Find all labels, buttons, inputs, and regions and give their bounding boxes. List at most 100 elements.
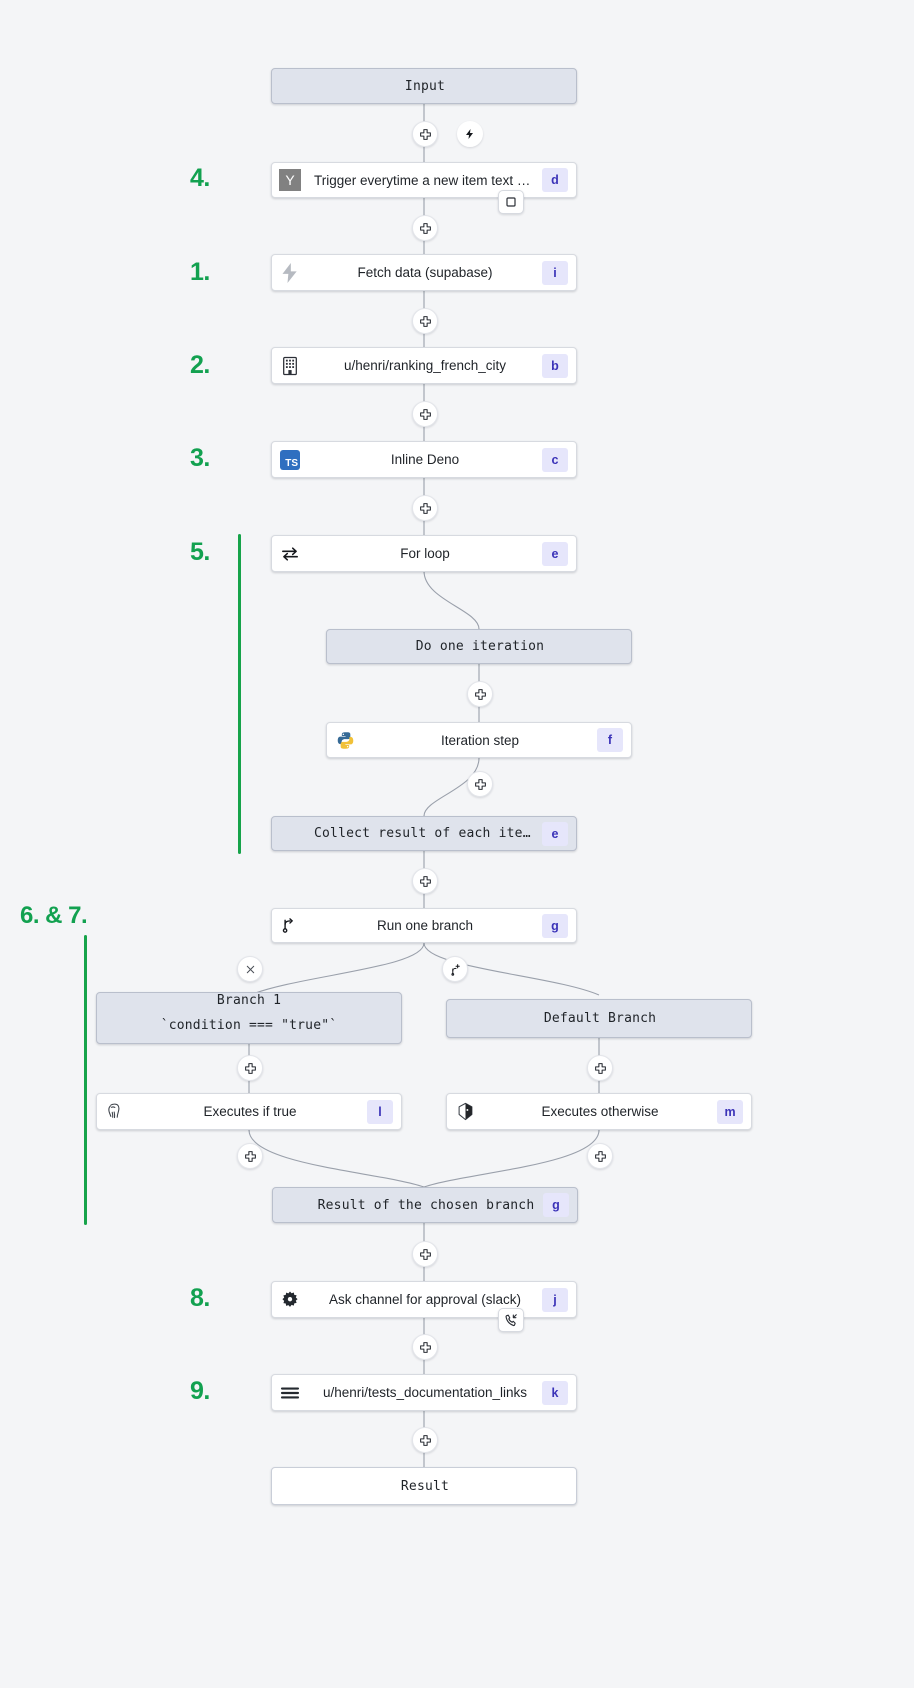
add-step-handle-branch-1[interactable] [237, 1055, 263, 1081]
delete-branch-handle[interactable] [237, 956, 263, 982]
hamburger-lines-icon [272, 1385, 308, 1401]
step-number-3: 3. [190, 444, 210, 472]
node-default-branch[interactable]: Default Branch [446, 999, 752, 1038]
plus-icon [419, 875, 431, 887]
node-branch-1-title: Branch 1 [216, 993, 282, 1008]
node-fetch-data-badge: i [542, 260, 568, 285]
add-step-handle-collect[interactable] [412, 868, 438, 894]
node-input[interactable]: Input [271, 68, 577, 104]
plus-icon [594, 1150, 606, 1162]
plus-icon [419, 502, 431, 514]
step-number-2: 2. [190, 351, 210, 379]
node-trigger-badge: d [542, 168, 568, 192]
supabase-bolt-icon [272, 262, 308, 284]
node-slack-approval[interactable]: Ask channel for approval (slack) j [271, 1281, 577, 1318]
trigger-toggle-chip[interactable] [498, 190, 524, 214]
add-step-handle-input[interactable] [412, 121, 438, 147]
plus-icon [419, 222, 431, 234]
node-inline-deno[interactable]: TS Inline Deno c [271, 441, 577, 478]
branch-fork-icon [272, 917, 308, 935]
node-fetch-data-label: Fetch data (supabase) [357, 265, 493, 280]
plus-icon [594, 1062, 606, 1074]
node-result-chosen-branch-label: Result of the chosen branch [317, 1197, 535, 1213]
node-run-one-branch-label: Run one branch [376, 918, 474, 933]
node-branch-1-condition: `condition === "true"` [160, 1018, 338, 1033]
node-executes-if-true-label: Executes if true [203, 1104, 297, 1119]
node-collect-result[interactable]: Collect result of each iteration e [271, 816, 577, 851]
result-badge [542, 1474, 568, 1498]
do-one-iteration-badge [597, 635, 623, 659]
add-branch-handle[interactable] [442, 956, 468, 982]
group-bar-branches [84, 935, 87, 1225]
postgres-elephant-icon [97, 1102, 133, 1121]
phone-incoming-icon [505, 1314, 517, 1327]
node-result-chosen-branch-badge: g [543, 1193, 569, 1217]
node-run-one-branch-badge: g [542, 913, 568, 938]
node-default-branch-label: Default Branch [543, 1011, 657, 1026]
node-trigger-label: Trigger everytime a new item text o… [314, 172, 538, 188]
default-branch-badge [717, 1007, 743, 1031]
add-step-handle-do-iteration[interactable] [467, 681, 493, 707]
close-icon [246, 965, 254, 973]
node-for-loop-label: For loop [400, 546, 450, 561]
building-icon [272, 356, 308, 376]
node-trigger[interactable]: Y Trigger everytime a new item text o… d [271, 162, 577, 198]
node-iteration-step-label: Iteration step [440, 732, 520, 748]
add-step-handle-docs[interactable] [412, 1427, 438, 1453]
plus-icon [244, 1062, 256, 1074]
node-ranking-french-city[interactable]: u/henri/ranking_french_city b [271, 347, 577, 384]
node-executes-otherwise[interactable]: Executes otherwise m [446, 1093, 752, 1130]
node-run-one-branch[interactable]: Run one branch g [271, 908, 577, 943]
add-step-handle-iteration-step[interactable] [467, 771, 493, 797]
node-tests-documentation-links[interactable]: u/henri/tests_documentation_links k [271, 1374, 577, 1411]
node-result-chosen-branch[interactable]: Result of the chosen branch g [272, 1187, 578, 1223]
lightning-bolt-icon [466, 129, 473, 139]
node-branch-1[interactable]: Branch 1 `condition === "true"` [96, 992, 402, 1044]
node-result[interactable]: Result [271, 1467, 577, 1505]
step-number-9: 9. [190, 1377, 210, 1405]
node-slack-approval-label: Ask channel for approval (slack) [328, 1292, 522, 1307]
node-do-one-iteration[interactable]: Do one iteration [326, 629, 632, 664]
node-iteration-step[interactable]: Iteration step f [326, 722, 632, 758]
node-inline-deno-badge: c [542, 447, 568, 472]
slack-gear-icon [272, 1290, 308, 1310]
node-inline-deno-label: Inline Deno [390, 452, 460, 467]
plus-icon [419, 128, 431, 140]
node-ranking-french-city-badge: b [542, 353, 568, 378]
loop-arrows-icon [272, 545, 308, 563]
approval-callback-chip[interactable] [498, 1308, 524, 1332]
step-number-1: 1. [190, 258, 210, 286]
node-collect-result-badge: e [542, 821, 568, 846]
add-step-handle-fetch[interactable] [412, 308, 438, 334]
step-number-4: 4. [190, 164, 210, 192]
node-collect-result-label: Collect result of each iteration [314, 826, 542, 841]
add-step-handle-executes-if-true[interactable] [237, 1143, 263, 1169]
node-for-loop[interactable]: For loop e [271, 535, 577, 572]
step-number-5: 5. [190, 538, 210, 566]
step-number-6-and-7: 6. & 7. [20, 902, 88, 929]
square-icon [506, 197, 516, 207]
plus-icon [244, 1150, 256, 1162]
node-ranking-french-city-label: u/henri/ranking_french_city [343, 358, 507, 373]
yaml-y-icon: Y [272, 169, 308, 191]
plus-icon [419, 408, 431, 420]
python-icon [327, 731, 363, 750]
add-step-handle-chosen-result[interactable] [412, 1241, 438, 1267]
node-for-loop-badge: e [542, 541, 568, 566]
node-input-label: Input [404, 78, 446, 94]
plus-icon [419, 1248, 431, 1260]
node-executes-if-true[interactable]: Executes if true l [96, 1093, 402, 1130]
add-step-handle-trigger[interactable] [412, 215, 438, 241]
typescript-icon: TS [272, 449, 308, 470]
node-fetch-data[interactable]: Fetch data (supabase) i [271, 254, 577, 291]
input-badge [542, 74, 568, 98]
add-step-handle-default-branch[interactable] [587, 1055, 613, 1081]
plus-icon [474, 778, 486, 790]
add-step-handle-deno[interactable] [412, 495, 438, 521]
group-bar-for-loop [238, 534, 241, 854]
add-step-handle-slack[interactable] [412, 1334, 438, 1360]
add-step-handle-executes-otherwise[interactable] [587, 1143, 613, 1169]
add-step-handle-ranking[interactable] [412, 401, 438, 427]
trigger-shortcut-handle[interactable] [457, 121, 483, 147]
node-do-one-iteration-label: Do one iteration [415, 639, 545, 654]
